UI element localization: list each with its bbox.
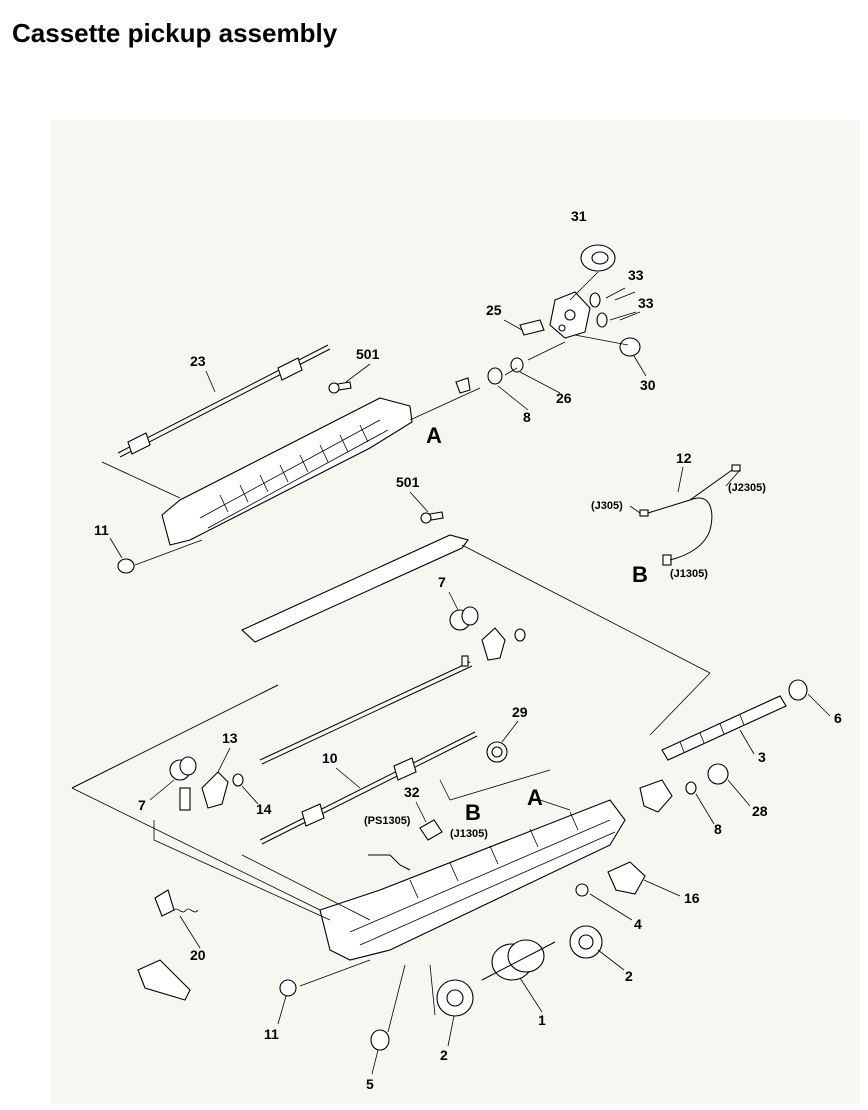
callout-12: 12 [676, 450, 692, 466]
frame-plate [241, 534, 469, 643]
part-7-roller-lower [169, 756, 197, 811]
part-2-roller-right [569, 925, 603, 959]
part-6-bushing [788, 679, 808, 701]
callout-29: 29 [512, 704, 528, 720]
callout-23: 23 [190, 353, 206, 369]
callout-A-upper: A [426, 423, 442, 448]
callout-32: 32 [404, 784, 420, 800]
part-32-switch [419, 819, 443, 841]
callout-28: 28 [752, 803, 768, 819]
part-501-screw-lower [420, 511, 444, 524]
part-2-roller-left [436, 979, 474, 1017]
part-16-bracket [607, 861, 646, 895]
part-25-shaft [519, 319, 545, 336]
callout-J2305: (J2305) [728, 482, 766, 494]
callout-5: 5 [366, 1076, 374, 1092]
leader-lines [109, 287, 831, 1075]
part-10-shaft [259, 731, 478, 845]
page-title: Cassette pickup assembly [12, 18, 338, 48]
part-12-cable [639, 464, 741, 566]
callouts: 31 33 33 25 30 26 8 23 501 A 11 501 12 (… [94, 208, 842, 1092]
part-13-holder [201, 771, 229, 809]
callout-3: 3 [758, 749, 766, 765]
part-11-bushing-upper [117, 558, 135, 574]
part-501-screw-upper [328, 381, 352, 394]
callout-14: 14 [256, 801, 272, 817]
main-frame [319, 799, 626, 961]
lever-lower-left [137, 959, 191, 1001]
part-1-roller [481, 939, 556, 981]
holder-upper [481, 627, 526, 661]
part-3-cam-shaft [661, 695, 787, 761]
clip-top [455, 377, 471, 394]
part-5-clip [370, 1029, 390, 1051]
callout-11-lower: 11 [264, 1026, 279, 1042]
shaft-upper-long [259, 655, 473, 765]
callout-1: 1 [538, 1012, 546, 1028]
part-20-spring [154, 889, 199, 917]
part-14-clip [232, 773, 244, 787]
callout-J1305-right: (J1305) [670, 568, 708, 580]
callout-B-right: B [632, 562, 648, 587]
part-11-bushing-lower [279, 979, 297, 997]
callout-J305: (J305) [591, 500, 623, 512]
part-33-washer-upper [589, 292, 601, 308]
callout-A-lower: A [527, 785, 543, 810]
callout-7-upper: 7 [438, 574, 446, 590]
part-8-bushing-lower [685, 781, 697, 795]
callout-2-right: 2 [625, 968, 633, 984]
part-7-roller-upper [449, 606, 479, 631]
callout-6: 6 [834, 710, 842, 726]
callout-501-lower: 501 [396, 474, 420, 490]
part-4-collar [575, 883, 589, 897]
bracket-right [639, 779, 673, 813]
exploded-diagram: 31 33 33 25 30 26 8 23 501 A 11 501 12 (… [50, 120, 860, 1104]
part-8-bushing-top [487, 367, 503, 385]
callout-13: 13 [222, 730, 238, 746]
callout-11-upper: 11 [94, 522, 109, 538]
callout-33-upper: 33 [628, 267, 644, 283]
callout-16: 16 [684, 890, 700, 906]
part-30-gear [619, 337, 641, 357]
callout-31: 31 [571, 208, 587, 224]
part-31-gear [580, 244, 616, 272]
callout-10: 10 [322, 750, 338, 766]
callout-8-upper: 8 [523, 409, 531, 425]
part-bracket-top [549, 291, 591, 339]
part-33-washer-lower [596, 312, 608, 328]
pickup-housing-upper [161, 397, 413, 546]
callout-J1305-lower: (J1305) [450, 828, 488, 840]
callout-B-lower: B [465, 800, 481, 825]
part-23-roller-shaft [117, 344, 331, 458]
callout-20: 20 [190, 947, 206, 963]
callout-7-lower: 7 [138, 797, 146, 813]
callout-2-left: 2 [440, 1047, 448, 1063]
callout-PS1305: (PS1305) [364, 815, 411, 827]
harness-small [368, 854, 411, 871]
callout-33-lower: 33 [638, 295, 654, 311]
callout-30: 30 [640, 377, 656, 393]
rod-left [71, 684, 279, 789]
callout-4: 4 [634, 916, 642, 932]
callout-25: 25 [486, 302, 502, 318]
callout-26: 26 [556, 390, 572, 406]
part-26-spring [510, 357, 524, 373]
callout-8-lower: 8 [714, 821, 722, 837]
part-29-gear [486, 741, 508, 763]
diagram-svg: 31 33 33 25 30 26 8 23 501 A 11 501 12 (… [71, 208, 842, 1092]
callout-501-upper: 501 [356, 346, 380, 362]
part-28-gear [707, 763, 729, 785]
